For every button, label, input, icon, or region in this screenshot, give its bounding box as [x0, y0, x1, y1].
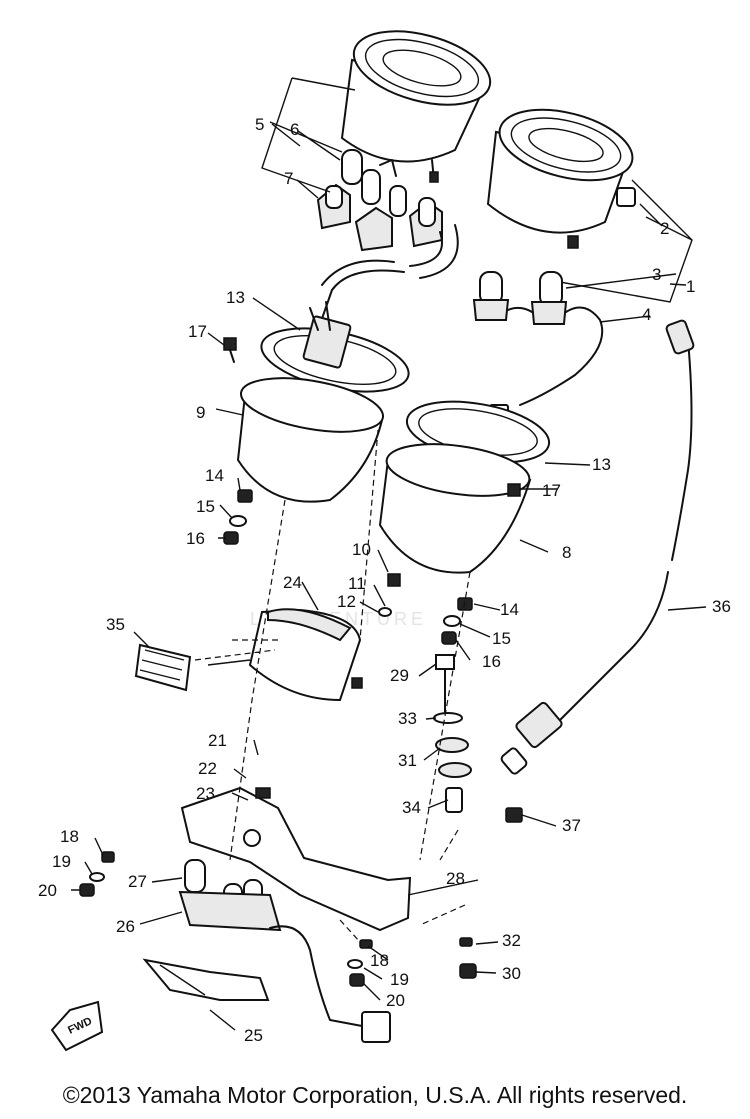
front-bracket [142, 958, 270, 1001]
callout-7: 7 [284, 169, 293, 188]
callout-18-left: 18 [60, 827, 79, 846]
callout-bracket [559, 179, 693, 303]
callout-13-left: 13 [226, 288, 245, 307]
callout-17-left: 17 [188, 322, 207, 341]
callout-10: 10 [352, 540, 371, 559]
callout-32: 32 [502, 931, 521, 950]
callout-25: 25 [244, 1026, 263, 1045]
callout-labels: 1 2 3 4 5 6 7 8 9 10 11 12 13 13 14 14 1… [38, 115, 731, 1045]
fastener-group [223, 337, 521, 645]
callout-9: 9 [196, 403, 205, 422]
callout-4: 4 [642, 305, 651, 324]
speedometer-gauge [340, 30, 492, 183]
callout-31: 31 [398, 751, 417, 770]
callout-15-left: 15 [196, 497, 215, 516]
callout-1: 1 [686, 277, 695, 296]
callout-13-right: 13 [592, 455, 611, 474]
callout-21: 21 [208, 731, 227, 750]
callout-22: 22 [198, 759, 217, 778]
callout-20-right: 20 [386, 991, 405, 1010]
callout-35: 35 [106, 615, 125, 634]
callout-37: 37 [562, 816, 581, 835]
callout-28: 28 [446, 869, 465, 888]
bulb-socket-cluster [316, 149, 443, 252]
indicator-lens [134, 643, 192, 692]
callout-30: 30 [502, 964, 521, 983]
mounting-hardware [433, 654, 523, 823]
indicator-panel [248, 608, 363, 702]
callout-5: 5 [255, 115, 264, 134]
callout-34: 34 [402, 798, 421, 817]
callout-14-left: 14 [205, 466, 224, 485]
wire-harness [317, 224, 459, 331]
callout-6: 6 [290, 120, 299, 139]
alignment-lines [194, 429, 471, 943]
fwd-arrow: FWD [50, 1000, 104, 1052]
callout-26: 26 [116, 917, 135, 936]
callout-11: 11 [348, 574, 366, 593]
copyright-notice: ©2013 Yamaha Motor Corporation, U.S.A. A… [62, 1082, 688, 1108]
speedometer-cable [500, 319, 695, 775]
callout-33: 33 [398, 709, 417, 728]
callout-24: 24 [283, 573, 302, 592]
leader-lines [71, 123, 707, 1031]
callout-8: 8 [562, 543, 571, 562]
callout-3: 3 [652, 265, 661, 284]
callout-19-left: 19 [52, 852, 71, 871]
callout-14-right: 14 [500, 600, 519, 619]
callout-20-left: 20 [38, 881, 57, 900]
lower-bulb-sockets [178, 859, 391, 1043]
tachometer-housing [378, 400, 551, 574]
callout-2: 2 [660, 219, 669, 238]
callout-29: 29 [390, 666, 409, 685]
callout-36: 36 [712, 597, 731, 616]
callout-16-right: 16 [482, 652, 501, 671]
callout-18-right: 18 [370, 951, 389, 970]
callout-17-right: 17 [542, 481, 561, 500]
callout-19-right: 19 [390, 970, 409, 989]
callout-27: 27 [128, 872, 147, 891]
tachometer-gauge [486, 108, 636, 249]
callout-16-left: 16 [186, 529, 205, 548]
callout-12: 12 [337, 592, 356, 611]
speedometer-housing [236, 301, 410, 503]
callout-23: 23 [196, 784, 215, 803]
callout-15-right: 15 [492, 629, 511, 648]
lower-bracket [79, 786, 477, 987]
